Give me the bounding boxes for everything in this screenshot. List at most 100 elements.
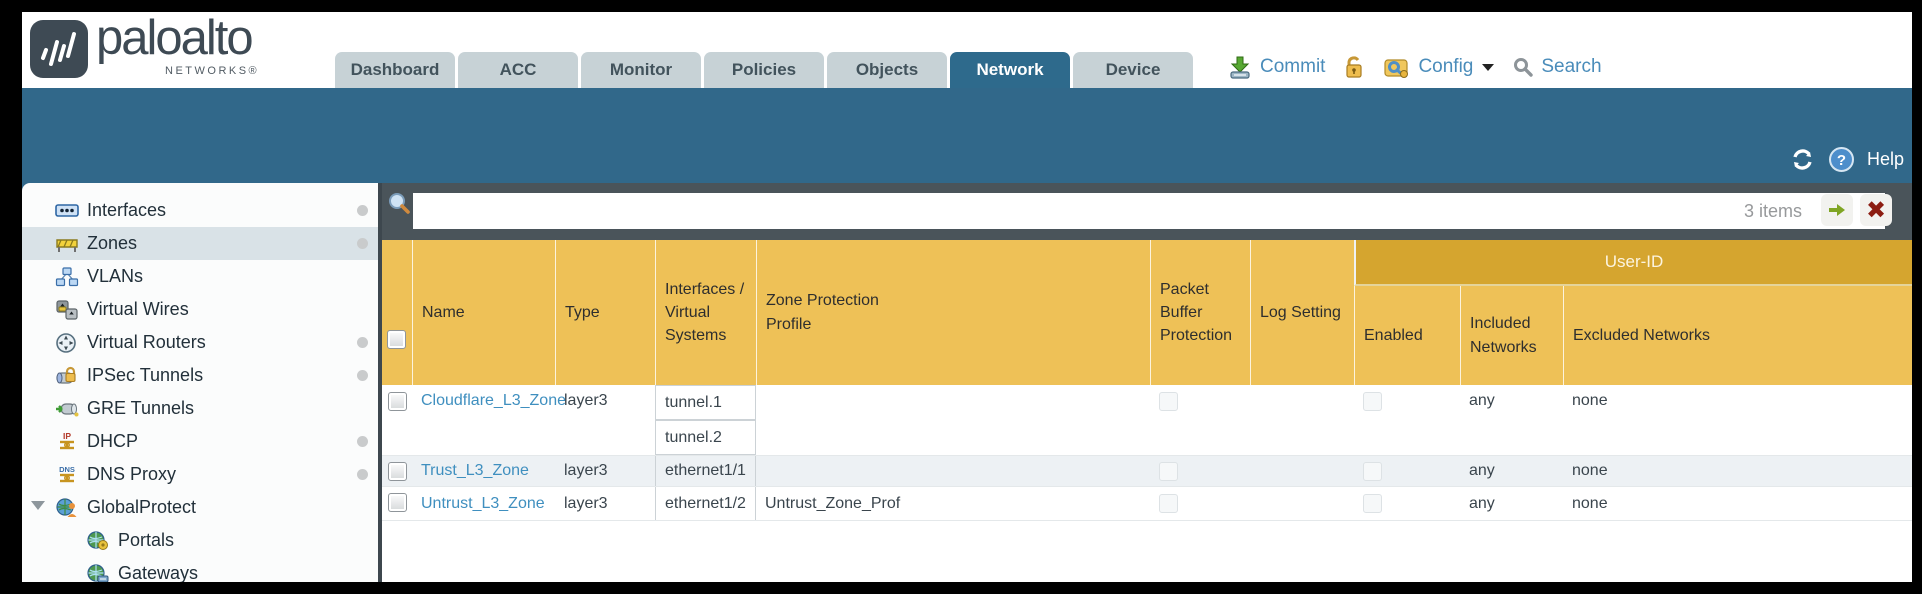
column-header-zone-protection-profile[interactable]: Zone Protection Profile (756, 240, 1150, 385)
column-header-packet-buffer-protection[interactable]: Packet Buffer Protection (1150, 240, 1250, 385)
sidebar-item-gre-tunnels[interactable]: GRE Tunnels (22, 392, 378, 425)
items-count: 3 items (1743, 201, 1802, 221)
sidebar-item-globalprotect[interactable]: GlobalProtect (22, 491, 378, 524)
tab-objects[interactable]: Objects (827, 52, 947, 88)
user-id-enabled-cell (1354, 487, 1460, 520)
gre-tunnels-icon (55, 398, 80, 420)
tab-monitor[interactable]: Monitor (581, 52, 701, 88)
sidebar-item-label: DHCP (87, 431, 139, 451)
packet-buffer-protection-cell (1150, 487, 1250, 520)
column-header-excluded-networks[interactable]: Excluded Networks (1563, 286, 1912, 385)
apply-filter-button[interactable] (1821, 194, 1853, 226)
user-id-enabled-cell (1354, 385, 1460, 455)
refresh-icon[interactable] (1789, 146, 1816, 173)
sidebar-item-label: Zones (87, 233, 138, 253)
sidebar-item-portals[interactable]: Portals (22, 524, 378, 557)
sidebar-item-label: GlobalProtect (87, 497, 197, 517)
lock-icon[interactable] (1343, 55, 1365, 79)
column-header-enabled[interactable]: Enabled (1354, 286, 1460, 385)
zone-protection-profile (756, 385, 1150, 455)
sidebar-divider (378, 183, 382, 582)
filter-search-icon (386, 191, 412, 222)
enabled-checkbox[interactable] (1363, 392, 1382, 411)
enabled-checkbox[interactable] (1363, 494, 1382, 513)
column-header-log-setting[interactable]: Log Setting (1250, 240, 1354, 385)
expand-caret-icon[interactable] (31, 501, 45, 510)
interface-cell: ethernet1/2 (655, 487, 756, 520)
status-dot (357, 370, 368, 381)
zones-table-body: Cloudflare_L3_Zone layer3 tunnel.1 tunne… (382, 385, 1912, 521)
column-header-name[interactable]: Name (412, 240, 555, 385)
help-icon[interactable]: ? (1828, 146, 1855, 173)
log-setting (1250, 456, 1354, 486)
included-networks: any (1469, 392, 1495, 409)
interfaces-icon (55, 200, 80, 222)
packet-buffer-checkbox[interactable] (1159, 494, 1178, 513)
tab-acc[interactable]: ACC (458, 52, 578, 88)
brand-name: paloalto (96, 12, 254, 65)
config-icon (1383, 54, 1411, 80)
filter-toolbar: 3 items ✖ (382, 183, 1912, 240)
filter-input[interactable] (413, 193, 1885, 229)
column-header-type[interactable]: Type (555, 240, 655, 385)
svg-text:?: ? (1837, 152, 1846, 169)
zones-main-panel: 3 items ✖ User-ID Name Type Interfaces /… (382, 183, 1912, 582)
sidebar-item-label: Virtual Wires (87, 299, 189, 319)
row-checkbox[interactable] (388, 462, 407, 481)
sidebar-item-label: Gateways (118, 563, 199, 582)
excluded-networks: none (1572, 392, 1608, 409)
sidebar-item-label: GRE Tunnels (87, 398, 195, 418)
sidebar-item-zones[interactable]: Zones (22, 227, 378, 260)
zone-protection-profile (756, 456, 1150, 486)
search-icon (1512, 56, 1534, 78)
content-area: Interfaces Zones VLANs (22, 183, 1912, 582)
status-dot (357, 469, 368, 480)
zone-name-link[interactable]: Untrust_L3_Zone (421, 494, 545, 512)
log-setting (1250, 487, 1354, 520)
help-label[interactable]: Help (1866, 149, 1904, 169)
commit-icon (1227, 54, 1253, 80)
svg-text:IP: IP (63, 431, 71, 441)
user-id-group-header: User-ID (1354, 240, 1912, 286)
table-row: Cloudflare_L3_Zone layer3 tunnel.1 tunne… (382, 385, 1912, 456)
commit-button[interactable]: Commit (1260, 56, 1326, 77)
clear-filter-button[interactable]: ✖ (1860, 194, 1892, 226)
virtual-routers-icon (55, 332, 80, 354)
tab-policies[interactable]: Policies (704, 52, 824, 88)
packet-buffer-checkbox[interactable] (1159, 461, 1178, 481)
sidebar-item-interfaces[interactable]: Interfaces (22, 194, 378, 227)
sidebar-item-label: IPSec Tunnels (87, 365, 204, 385)
tab-network[interactable]: Network (950, 52, 1070, 88)
sidebar-item-ipsec-tunnels[interactable]: IPSec Tunnels (22, 359, 378, 392)
status-dot (357, 337, 368, 348)
tab-dashboard[interactable]: Dashboard (335, 52, 455, 88)
row-checkbox[interactable] (388, 493, 407, 512)
sidebar-item-dhcp[interactable]: IP DHCP (22, 425, 378, 458)
sidebar-item-gateways[interactable]: Gateways (22, 557, 378, 582)
sidebar-item-dns-proxy[interactable]: DNS DNS Proxy (22, 458, 378, 491)
sidebar-item-vlans[interactable]: VLANs (22, 260, 378, 293)
table-row: Untrust_L3_Zone layer3 ethernet1/2 Untru… (382, 487, 1912, 521)
sidebar-item-virtual-routers[interactable]: Virtual Routers (22, 326, 378, 359)
excluded-networks: none (1572, 494, 1608, 512)
packet-buffer-checkbox[interactable] (1159, 392, 1178, 411)
enabled-checkbox[interactable] (1363, 461, 1382, 481)
interface-cell: tunnel.1 (655, 385, 756, 420)
gateways-icon (86, 563, 111, 582)
config-menu[interactable]: Config (1418, 56, 1474, 77)
row-checkbox[interactable] (388, 392, 407, 411)
zone-protection-profile: Untrust_Zone_Prof (765, 494, 901, 512)
select-all-checkbox[interactable] (387, 330, 406, 349)
zone-name-link[interactable]: Trust_L3_Zone (421, 462, 529, 479)
column-header-interfaces[interactable]: Interfaces / Virtual Systems (655, 240, 756, 385)
interface-cell: ethernet1/1 (655, 456, 756, 486)
log-setting (1250, 385, 1354, 455)
sidebar-item-virtual-wires[interactable]: Virtual Wires (22, 293, 378, 326)
zone-name-link[interactable]: Cloudflare_L3_Zone (421, 392, 566, 409)
tab-device[interactable]: Device (1073, 52, 1193, 88)
excluded-networks: none (1572, 462, 1608, 479)
search-button[interactable]: Search (1541, 56, 1602, 77)
config-caret-icon[interactable] (1482, 63, 1495, 71)
status-dot (357, 436, 368, 447)
column-header-included-networks[interactable]: Included Networks (1460, 286, 1563, 385)
